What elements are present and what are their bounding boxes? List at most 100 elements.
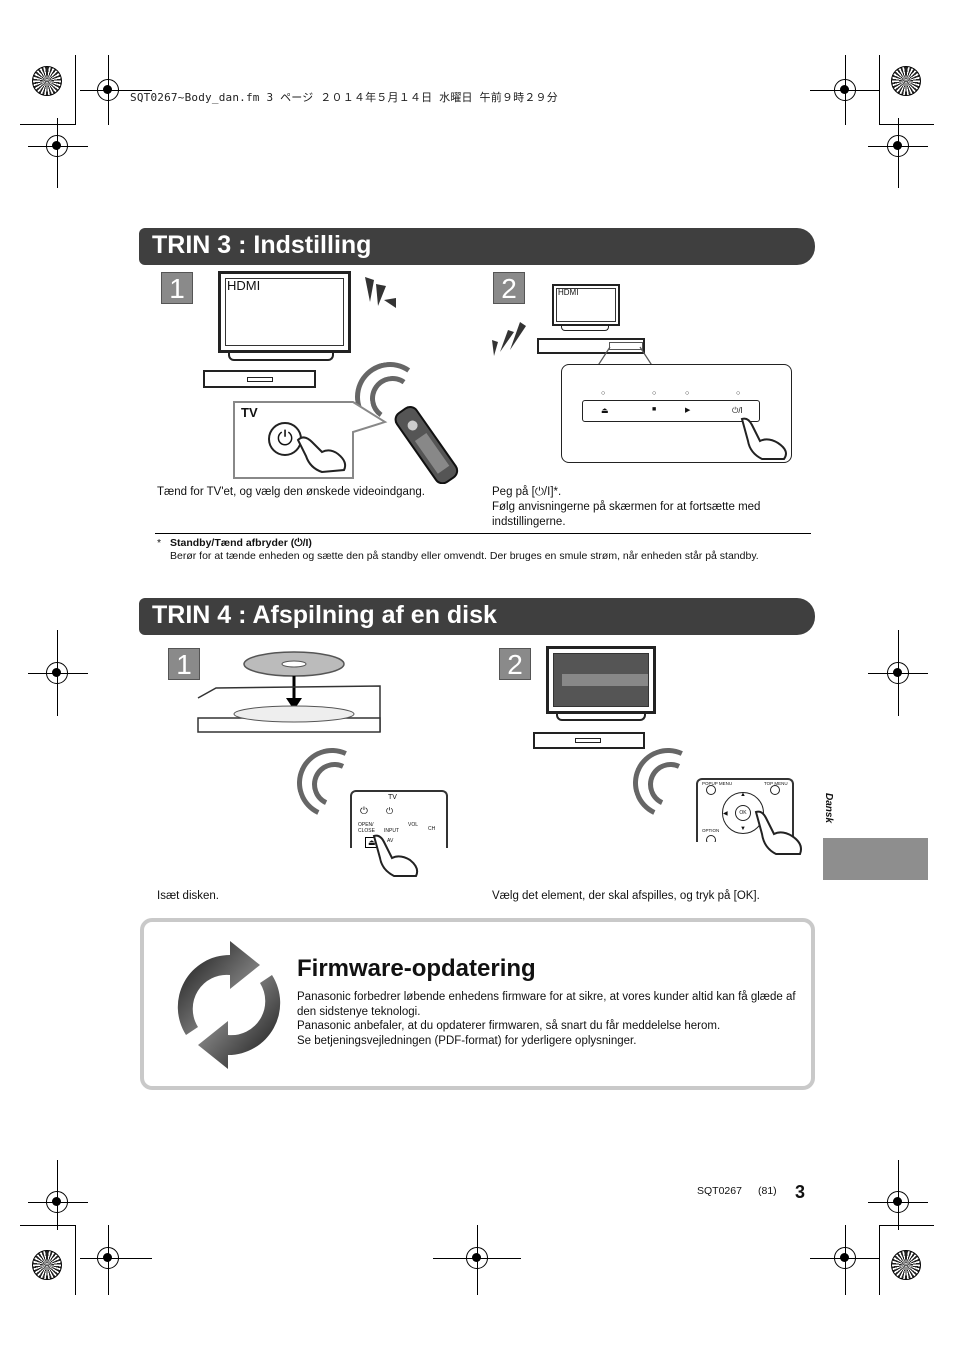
crosshair-icon [834, 1247, 856, 1269]
menu-icons [562, 674, 648, 686]
indicator-dot: ○ [736, 390, 741, 397]
ok-button[interactable]: OK [735, 805, 751, 821]
footnote-heading: Standby/Tænd afbryder (⏻/I) [170, 537, 312, 549]
av-label: AV [387, 838, 394, 844]
language-tab [823, 838, 928, 880]
hand-pointer-icon [740, 417, 787, 460]
step-caption: Vælg det element, der skal afspilles, og… [492, 890, 760, 902]
tv-illustration [546, 646, 656, 714]
tv-power-button[interactable]: ⏻ [268, 422, 302, 456]
vol-label: VOL [408, 822, 419, 828]
hand-pointer-icon [372, 834, 419, 877]
step-number: 1 [168, 648, 200, 680]
indicator-dot: ○ [685, 390, 690, 397]
section-header-step3: TRIN 3 : Indstilling [139, 228, 815, 265]
section-title: TRIN 3 : Indstilling [152, 231, 372, 259]
firmware-box [140, 918, 815, 1090]
language-tab-label: Dansk [823, 793, 834, 824]
firmware-paragraph: Panasonic anbefaler, at du opdaterer fir… [297, 1020, 721, 1033]
disc-insert-illustration [197, 651, 381, 733]
arrow-down-icon[interactable]: ▼ [740, 826, 746, 832]
eject-icon[interactable]: ⏏ [601, 406, 609, 415]
remote-control-icon [394, 406, 459, 484]
crosshair-icon [887, 1191, 909, 1213]
crosshair-icon [466, 1247, 488, 1269]
step-caption: Peg på [⏻/I]*. Følg anvisningerne på skæ… [492, 485, 810, 530]
tv-input-label: HDMI [227, 278, 261, 293]
popup-menu-button[interactable] [706, 785, 716, 795]
page-number: 3 [795, 1182, 806, 1202]
crosshair-icon [46, 662, 68, 684]
crosshair-icon [46, 1191, 68, 1213]
color-registration-icon [891, 1250, 921, 1280]
option-label: OPTION [702, 828, 720, 833]
signal-burst-icon [492, 322, 526, 356]
footnote: * Standby/Tænd afbryder (⏻/I) Berør for … [157, 537, 802, 563]
crosshair-icon [887, 662, 909, 684]
footnote-text: Berør for at tænde enheden og sætte den … [170, 550, 759, 562]
input-label: INPUT [384, 828, 399, 834]
option-button[interactable] [706, 835, 716, 842]
tv-stand [228, 353, 334, 361]
section-header-step4: TRIN 4 : Afspilning af en disk [139, 598, 815, 635]
indicator-dot: ○ [652, 390, 657, 397]
document-subpage: (81) [758, 1185, 777, 1197]
tv-illustration: HDMI [218, 271, 351, 353]
tv-input-label: HDMI [558, 288, 579, 297]
crosshair-icon [46, 135, 68, 157]
print-header: SQT0267~Body_dan.fm 3 ページ ２０１４年５月１４日 水曜日… [130, 91, 558, 104]
indicator-dot: ○ [601, 390, 606, 397]
firmware-text: Panasonic forbedrer løbende enhedens fir… [297, 990, 797, 1048]
color-registration-icon [32, 1250, 62, 1280]
power-icon: ⏻ [277, 428, 293, 450]
arrow-left-icon[interactable]: ◀ [723, 811, 728, 817]
tv-power-icon[interactable]: ⏻ [386, 806, 394, 816]
color-registration-icon [891, 66, 921, 96]
firmware-paragraph: Se betjeningsvejledningen (PDF-format) f… [297, 1034, 637, 1047]
footnote-divider [155, 533, 811, 534]
power-icon[interactable]: ⏻ [360, 806, 368, 817]
crosshair-icon [97, 79, 119, 101]
arrow-up-icon[interactable]: ▲ [740, 792, 746, 798]
remote-tv-label: TV [388, 794, 397, 801]
firmware-title: Firmware-opdatering [297, 955, 536, 982]
tv-illustration: HDMI [552, 284, 620, 326]
caption-line: Peg på [⏻/I]*. [492, 486, 562, 498]
top-menu-button[interactable] [770, 785, 780, 795]
step-caption: Tænd for TV'et, og vælg den ønskede vide… [157, 486, 425, 498]
hand-pointer-icon [296, 436, 347, 474]
section-title: TRIN 4 : Afspilning af en disk [152, 601, 497, 629]
crosshair-icon [97, 1247, 119, 1269]
step-caption: Isæt disken. [157, 890, 219, 902]
caption-line: Følg anvisningerne på skærmen for at for… [492, 501, 761, 528]
step-number: 2 [499, 648, 531, 680]
player-illustration [537, 338, 645, 354]
front-panel-callout: ○ ○ ○ ○ ⏏ ■ ▶ ⏻/I [561, 364, 792, 463]
touch-panel [582, 400, 760, 422]
remote-closeup: TV ⏻ ⏻ OPEN/ CLOSE INPUT AV VOL CH ⏏ [350, 790, 448, 848]
footnote-marker: * [157, 537, 162, 549]
firmware-paragraph: Panasonic forbedrer løbende enhedens fir… [297, 991, 796, 1018]
crosshair-icon [887, 135, 909, 157]
update-cycle-icon [177, 941, 281, 1069]
step-number: 2 [493, 272, 525, 304]
panel-power-button[interactable]: ⏻/I [732, 406, 743, 415]
top-menu-label: TOP MENU [764, 781, 788, 786]
signal-burst-icon [365, 277, 396, 308]
remote-tv-label: TV [241, 405, 258, 420]
tv-stand [561, 326, 609, 331]
popup-menu-label: POPUP MENU [702, 781, 733, 786]
player-illustration [533, 732, 645, 749]
tv-stand [556, 714, 646, 721]
stop-icon[interactable]: ■ [652, 406, 657, 413]
crosshair-icon [834, 79, 856, 101]
remote-closeup: POPUP MENU TOP MENU ▲ ▼ ◀ ▶ OK OPTION [696, 778, 794, 842]
hand-pointer-icon [754, 810, 802, 855]
callout-connector [596, 346, 654, 368]
play-icon[interactable]: ▶ [685, 407, 691, 414]
document-code: SQT0267 [697, 1185, 742, 1197]
player-illustration [203, 370, 316, 388]
step-number: 1 [161, 272, 193, 304]
open-close-label: OPEN/ CLOSE [358, 822, 375, 834]
ch-label: CH [428, 826, 436, 832]
